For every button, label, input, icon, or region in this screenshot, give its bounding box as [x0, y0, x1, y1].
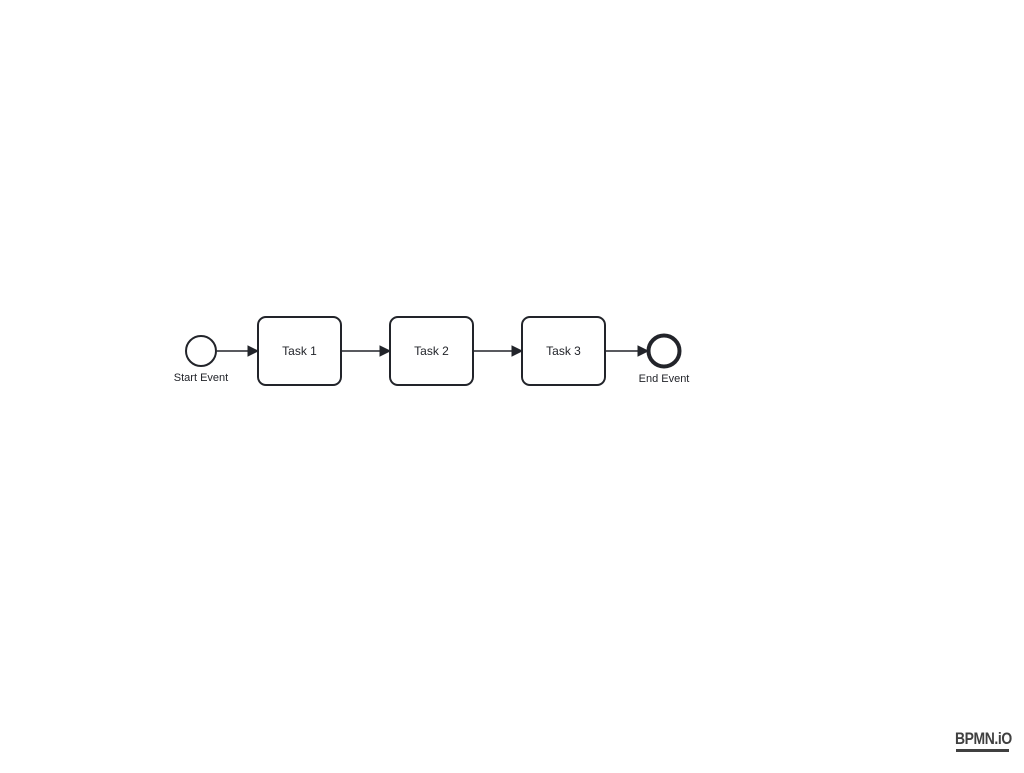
logo-underline: [956, 749, 1009, 752]
task-2-label: Task 2: [414, 344, 449, 358]
arrowhead: [511, 345, 524, 357]
sequence-flow-1[interactable]: [217, 345, 260, 357]
task-3-label: Task 3: [546, 344, 581, 358]
task-1[interactable]: Task 1: [257, 316, 342, 386]
sequence-flow-3[interactable]: [473, 345, 524, 357]
task-1-label: Task 1: [282, 344, 317, 358]
arrowhead: [379, 345, 392, 357]
end-event[interactable]: End Event: [639, 333, 690, 386]
sequence-flow-4[interactable]: [605, 345, 650, 357]
arrowhead: [637, 345, 650, 357]
end-event-label: End Event: [639, 373, 690, 385]
task-3[interactable]: Task 3: [521, 316, 606, 386]
start-event-label: Start Event: [174, 372, 228, 384]
start-event[interactable]: Start Event: [174, 335, 228, 384]
bpmn-io-logo-text: BPMN.iO: [955, 729, 1012, 748]
bpmn-io-logo[interactable]: BPMN.iO: [955, 729, 1012, 752]
sequence-flow-2[interactable]: [341, 345, 392, 357]
task-2[interactable]: Task 2: [389, 316, 474, 386]
arrowhead: [247, 345, 260, 357]
